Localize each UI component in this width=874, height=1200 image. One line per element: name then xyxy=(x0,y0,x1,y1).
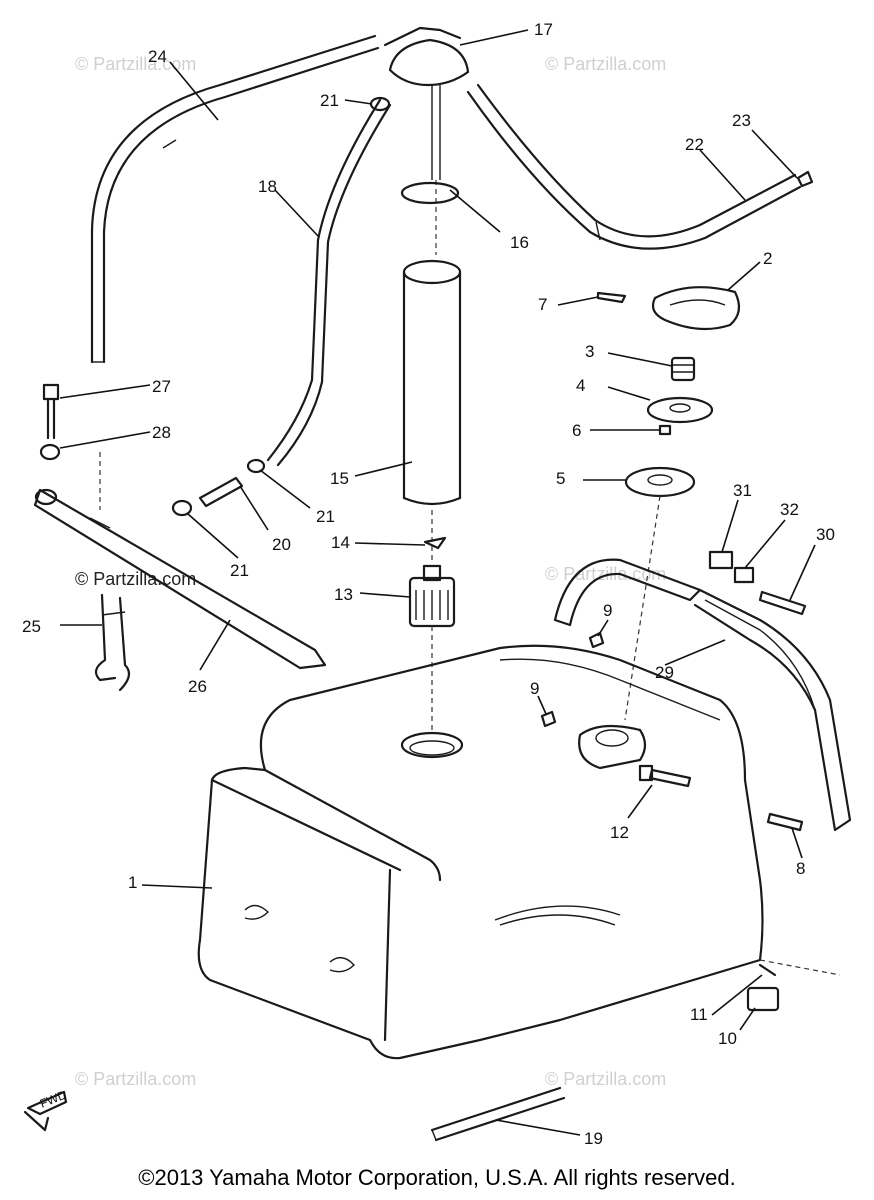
part-19-hose xyxy=(430,1086,566,1142)
callout-15: 15 xyxy=(330,469,349,488)
part-10-bracket xyxy=(746,986,780,1012)
callout-26: 26 xyxy=(188,677,207,696)
copyright-notice: ©2013 Yamaha Motor Corporation, U.S.A. A… xyxy=(138,1165,736,1190)
callout-11: 11 xyxy=(690,1005,708,1024)
part-20-fitting xyxy=(198,476,244,508)
callout-27: 27 xyxy=(152,377,171,396)
callout-20: 20 xyxy=(272,535,291,554)
callout-21-mid: 21 xyxy=(316,507,335,526)
callout-21-top: 21 xyxy=(320,91,339,110)
callout-23: 23 xyxy=(732,111,751,130)
callout-1: 1 xyxy=(128,873,137,892)
fwd-arrow-icon: FWD xyxy=(23,1087,69,1132)
watermark-1: © Partzilla.com xyxy=(75,54,196,74)
callout-12: 12 xyxy=(610,823,629,842)
part-12-bolt xyxy=(638,764,692,788)
part-2-cap xyxy=(651,286,741,331)
callout-2: 2 xyxy=(763,249,772,268)
callout-14: 14 xyxy=(331,533,350,552)
part-9-nut-upper xyxy=(588,631,605,649)
part-6-nut xyxy=(658,424,672,436)
part-23-clamp xyxy=(796,170,814,188)
part-7-screw xyxy=(596,291,627,304)
part-27-bolt xyxy=(42,383,60,440)
callout-31: 31 xyxy=(733,481,752,500)
callout-30: 30 xyxy=(816,525,835,544)
callout-10: 10 xyxy=(718,1029,737,1048)
callout-17: 17 xyxy=(534,20,553,39)
callout-4: 4 xyxy=(576,376,585,395)
callout-16: 16 xyxy=(510,233,529,252)
part-21-clamp-mid xyxy=(246,458,266,474)
part-8-bolt xyxy=(766,812,804,832)
part-5-gasket xyxy=(624,466,696,721)
callout-8: 8 xyxy=(796,859,805,878)
watermark-2: © Partzilla.com xyxy=(545,54,666,74)
part-9-nut-lower xyxy=(540,710,557,728)
fuel-tank-exploded-diagram: © Partzilla.com © Partzilla.com © Partzi… xyxy=(22,20,852,1148)
callout-24: 24 xyxy=(148,47,167,66)
callout-28: 28 xyxy=(152,423,171,442)
hose-24 xyxy=(90,34,380,364)
part-28-washer xyxy=(39,443,101,510)
callout-22: 22 xyxy=(685,135,704,154)
watermark-5: © Partzilla.com xyxy=(545,1069,666,1089)
part-29-strap xyxy=(553,558,852,832)
callout-32: 32 xyxy=(780,500,799,519)
callout-18: 18 xyxy=(258,177,277,196)
part-13-filter xyxy=(408,564,456,730)
part-31-collar xyxy=(708,550,734,570)
hose-18 xyxy=(266,98,392,467)
part-32-nut xyxy=(733,566,755,584)
callout-5: 5 xyxy=(556,469,565,488)
watermark-6: © Partzilla.com xyxy=(75,569,196,589)
part-16-ring xyxy=(400,181,460,205)
part-3-spring xyxy=(670,356,696,382)
part-15-tube xyxy=(402,259,462,560)
part-11-screw xyxy=(758,963,777,977)
callout-29: 29 xyxy=(655,663,674,682)
callout-numbers: 1 2 3 4 5 6 7 8 9 9 10 11 12 13 14 15 16… xyxy=(22,20,835,1148)
part-30-bolt xyxy=(758,590,807,616)
callout-6: 6 xyxy=(572,421,581,440)
callout-25: 25 xyxy=(22,617,41,636)
leader-lines xyxy=(59,29,816,1136)
callout-13: 13 xyxy=(334,585,353,604)
part-1-fuel-tank xyxy=(197,644,841,1060)
callout-9a: 9 xyxy=(603,601,612,620)
part-14-clip xyxy=(423,536,447,550)
part-21-clamp-lower xyxy=(171,499,193,517)
watermark-3: © Partzilla.com xyxy=(545,564,666,584)
callout-7: 7 xyxy=(538,295,547,314)
part-4-plate xyxy=(646,396,714,424)
part-17-cap xyxy=(383,26,470,255)
callout-3: 3 xyxy=(585,342,594,361)
watermarks: © Partzilla.com © Partzilla.com © Partzi… xyxy=(75,54,666,1089)
callout-9b: 9 xyxy=(530,679,539,698)
callout-19: 19 xyxy=(584,1129,603,1148)
watermark-4: © Partzilla.com xyxy=(75,1069,196,1089)
callout-21-lower: 21 xyxy=(230,561,249,580)
hose-22 xyxy=(466,83,802,250)
part-26-rail xyxy=(33,488,327,670)
part-25-clip xyxy=(94,593,131,692)
